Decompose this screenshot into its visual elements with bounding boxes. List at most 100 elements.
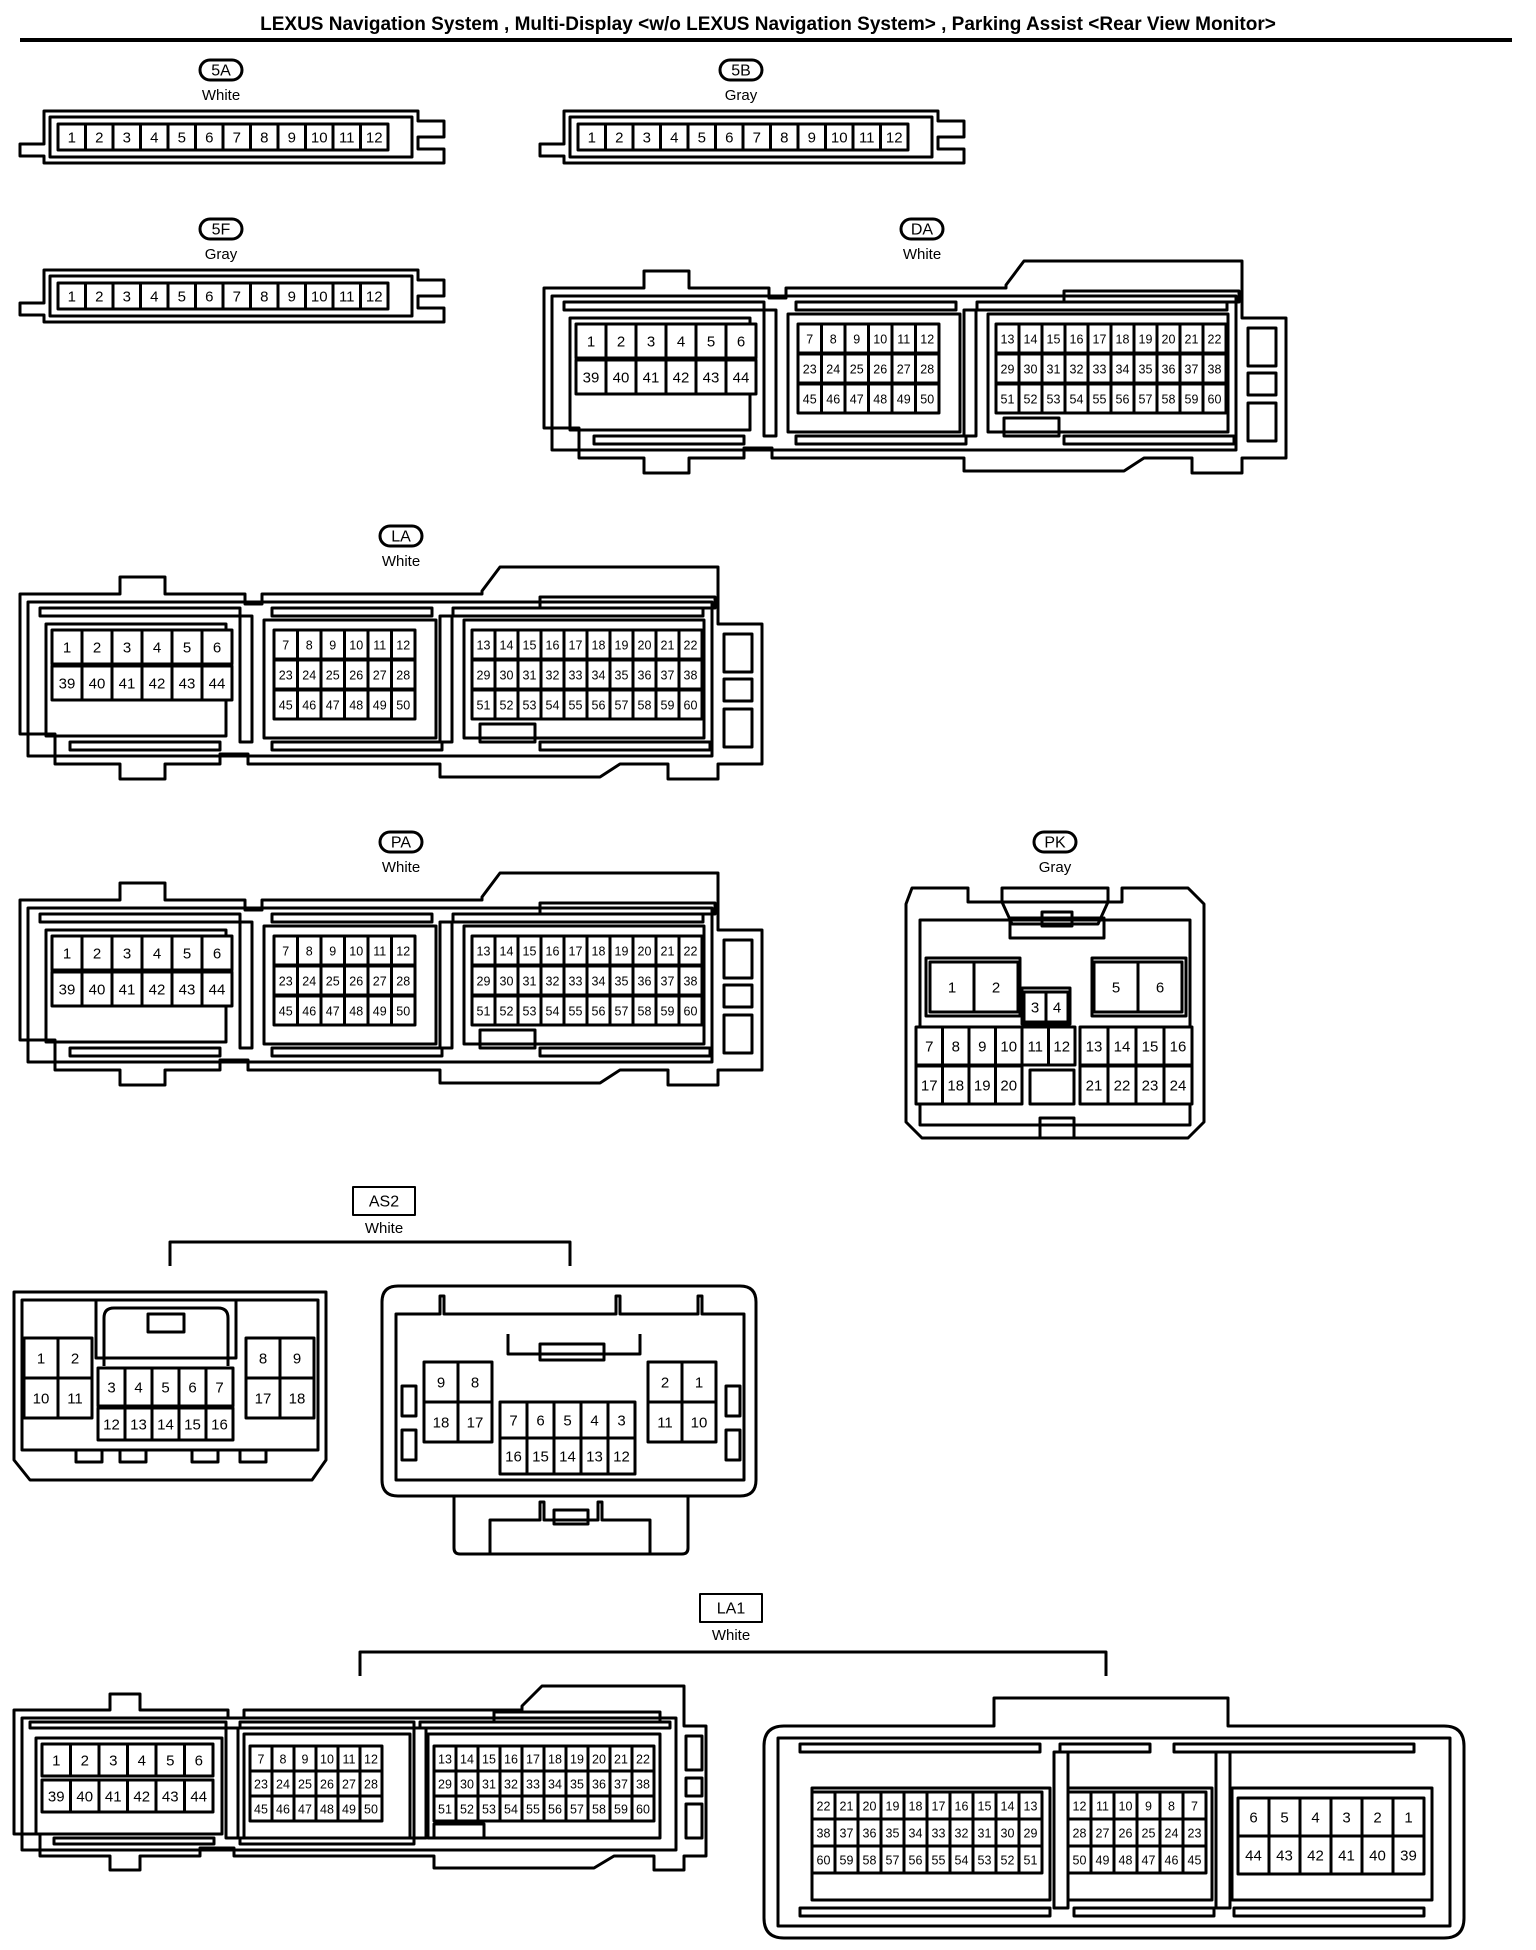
pin-number: 51	[1001, 393, 1015, 407]
pin-number: 49	[373, 699, 387, 713]
pin-number: 52	[1001, 1854, 1015, 1868]
pin-number: 41	[643, 370, 660, 387]
latch-tab	[538, 1342, 606, 1362]
pin-number: 4	[590, 1413, 598, 1430]
connector-color: White	[202, 87, 240, 104]
pin-number: 9	[329, 945, 336, 959]
pin-number: 17	[467, 1415, 484, 1432]
pin-number: 7	[282, 639, 289, 653]
pin-number: 14	[1114, 1039, 1131, 1056]
pin-number: 10	[691, 1415, 708, 1432]
lock-frame	[488, 1500, 652, 1554]
connector-housing	[904, 886, 1206, 1140]
pin-cell	[1391, 1834, 1426, 1876]
pin-number: 41	[119, 676, 136, 693]
pin-number: 35	[570, 1778, 584, 1792]
pin-number: 8	[259, 1351, 267, 1368]
pin-number: 10	[873, 333, 887, 347]
pin-number: 45	[1188, 1854, 1202, 1868]
pin-number: 58	[592, 1803, 606, 1817]
pin-number: 8	[780, 130, 788, 147]
pin-number: 49	[897, 393, 911, 407]
pin-cell	[84, 281, 115, 311]
cavity-divider	[438, 920, 454, 1050]
latch-rail	[1072, 1906, 1216, 1918]
connector-inner-frame	[394, 1294, 746, 1482]
pin-number: 20	[592, 1753, 606, 1767]
pin-number: 56	[909, 1854, 923, 1868]
pin-number: 59	[840, 1854, 854, 1868]
pin-number: 8	[471, 1375, 479, 1392]
pin-number: 16	[504, 1753, 518, 1767]
pin-cell	[1078, 1025, 1110, 1067]
pin-number: 7	[509, 1413, 517, 1430]
pin-number: 30	[500, 975, 514, 989]
pin-number: 27	[373, 669, 387, 683]
pin-number: 28	[364, 1778, 378, 1792]
pin-number: 37	[661, 669, 675, 683]
pin-cell	[150, 1366, 181, 1408]
connector-color: White	[382, 859, 420, 876]
pin-number: 29	[477, 975, 491, 989]
connector-code: LA	[391, 529, 411, 546]
pin-number: 14	[500, 639, 514, 653]
pin-number: 11	[343, 1753, 356, 1767]
latch-rail	[1172, 1742, 1416, 1754]
pin-number: 25	[326, 669, 340, 683]
pin-number: 39	[59, 982, 76, 999]
latch-rail	[794, 300, 958, 312]
pin-number: 55	[569, 699, 583, 713]
pin-number: 12	[920, 333, 934, 347]
pin-number: 2	[992, 980, 1000, 997]
connector-color: White	[903, 246, 941, 263]
pin-number: 15	[523, 945, 537, 959]
latch-rail	[538, 901, 717, 916]
pin-number: 19	[615, 639, 629, 653]
cavity-divider	[1214, 1750, 1232, 1910]
pin-number: 2	[95, 289, 103, 306]
latch-rail	[1062, 434, 1236, 446]
pin-number: 28	[396, 975, 410, 989]
pin-number: 55	[526, 1803, 540, 1817]
bracket	[358, 1650, 1108, 1676]
pin-number: 59	[1185, 393, 1199, 407]
pin-cell	[686, 122, 717, 152]
pin-cavity	[34, 1736, 224, 1836]
pin-number: 54	[1070, 393, 1084, 407]
pin-cell	[664, 322, 698, 360]
pin-number: 40	[89, 676, 106, 693]
center-key	[1028, 1068, 1076, 1106]
pin-number: 10	[1000, 1039, 1017, 1056]
pin-number: 4	[150, 289, 158, 306]
pin-number: 34	[592, 975, 606, 989]
pin-cell	[204, 1366, 235, 1408]
pin-number: 24	[1165, 1827, 1179, 1841]
pin-number: 9	[288, 130, 296, 147]
pin-number: 18	[909, 1800, 923, 1814]
pin-number: 9	[329, 639, 336, 653]
pin-cell	[194, 122, 225, 152]
pin-number: 12	[1053, 1039, 1070, 1056]
lock-housing	[452, 1496, 690, 1556]
pin-cell	[204, 1406, 235, 1442]
latch-rail	[38, 912, 242, 924]
pin-number: 46	[302, 699, 316, 713]
pin-number: 4	[1311, 1810, 1319, 1827]
pin-number: 38	[684, 975, 698, 989]
pin-number: 9	[437, 1375, 445, 1392]
pin-cell	[80, 628, 114, 666]
pin-number: 40	[76, 1789, 93, 1806]
pin-cell	[200, 664, 234, 702]
pin-number: 11	[339, 130, 355, 147]
pin-number: 1	[695, 1375, 703, 1392]
pin-number: 48	[349, 1005, 363, 1019]
pin-cell	[1360, 1834, 1395, 1876]
pin-cell	[994, 1064, 1024, 1106]
pin-number: 15	[532, 1449, 549, 1466]
pin-cell	[680, 1400, 718, 1444]
pin-cavity	[986, 312, 1230, 434]
pin-number: 31	[523, 975, 537, 989]
pin-number: 27	[373, 975, 387, 989]
pin-number: 28	[1073, 1827, 1087, 1841]
pin-cell	[200, 628, 234, 666]
